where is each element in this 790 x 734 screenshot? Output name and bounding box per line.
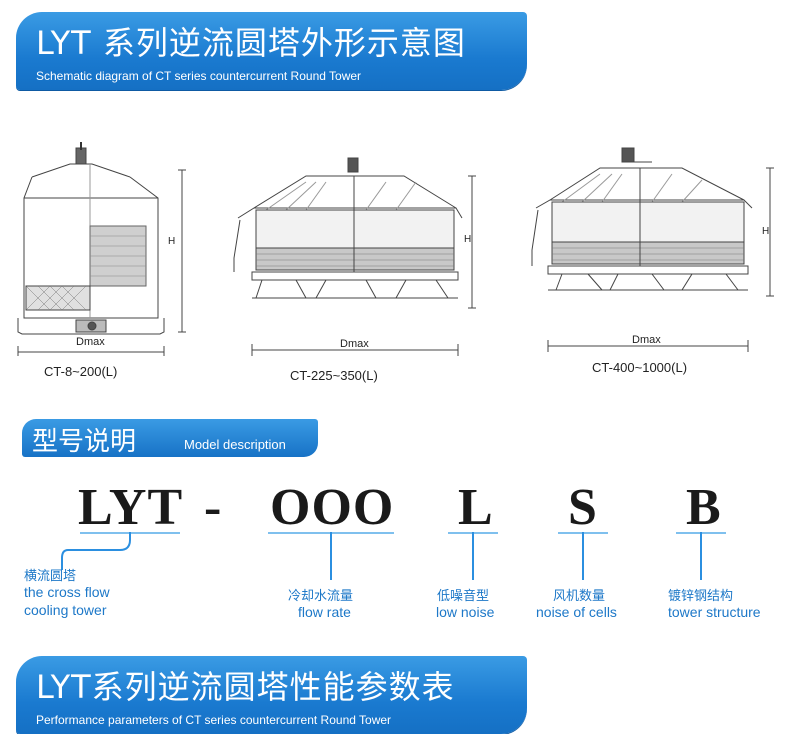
drawing-caption: CT-225~350(L)	[290, 368, 378, 383]
connector-flow	[330, 532, 332, 580]
dim-height-label: H	[464, 234, 472, 245]
dim-height-label: H	[168, 236, 176, 247]
label-cells-zh: 风机数量	[553, 589, 606, 604]
code-cells: S	[568, 479, 598, 536]
banner-title-zh: LYT 系列逆流圆塔外形示意图	[36, 24, 466, 62]
dim-width-label: Dmax	[340, 338, 369, 350]
tower-drawing-medium: H Dmax	[226, 148, 490, 364]
label-structure-zh: 镀锌钢结构	[668, 589, 734, 604]
model-title-zh: 型号说明	[32, 427, 137, 457]
model-description-banner: 型号说明 Model description	[22, 419, 318, 457]
code-prefix: LYT	[78, 479, 184, 536]
label-type-zh: 横流圆塔	[24, 569, 77, 584]
dim-width-label: Dmax	[632, 334, 661, 346]
label-type-en1: the cross flow	[24, 584, 110, 600]
drawing-caption: CT-8~200(L)	[44, 364, 118, 379]
tower-drawing-small: H Dmax	[10, 140, 200, 370]
connector-prefix	[61, 532, 131, 570]
code-structure: B	[686, 479, 722, 536]
connector-noise	[472, 532, 474, 580]
label-flow-zh: 冷却水流量	[288, 589, 354, 604]
dim-width-label: Dmax	[76, 336, 105, 348]
banner-title-zh: LYT系列逆流圆塔性能参数表	[36, 668, 455, 706]
banner-title-en: Schematic diagram of CT series countercu…	[36, 69, 362, 83]
label-flow-en: flow rate	[298, 604, 351, 620]
label-noise-en: low noise	[436, 604, 495, 620]
label-structure-en: tower structure	[668, 604, 761, 620]
code-flow: OOO	[270, 479, 395, 536]
connector-structure	[700, 532, 702, 580]
drawing-caption: CT-400~1000(L)	[592, 360, 688, 375]
dim-height-label: H	[762, 226, 770, 237]
code-noise: L	[458, 479, 494, 536]
section-banner-performance: LYT系列逆流圆塔性能参数表 Performance parameters of…	[16, 656, 527, 734]
label-cells-en: noise of cells	[536, 604, 617, 620]
section-banner-schematic: LYT 系列逆流圆塔外形示意图 Schematic diagram of CT …	[16, 12, 527, 90]
code-dash: -	[204, 479, 223, 536]
tower-drawing-large: H Dmax	[522, 140, 784, 356]
banner-title-en: Performance parameters of CT series coun…	[36, 713, 392, 727]
label-type-en2: cooling tower	[24, 602, 107, 618]
model-title-en: Model description	[184, 437, 286, 452]
connector-cells	[582, 532, 584, 580]
label-noise-zh: 低噪音型	[437, 589, 490, 604]
